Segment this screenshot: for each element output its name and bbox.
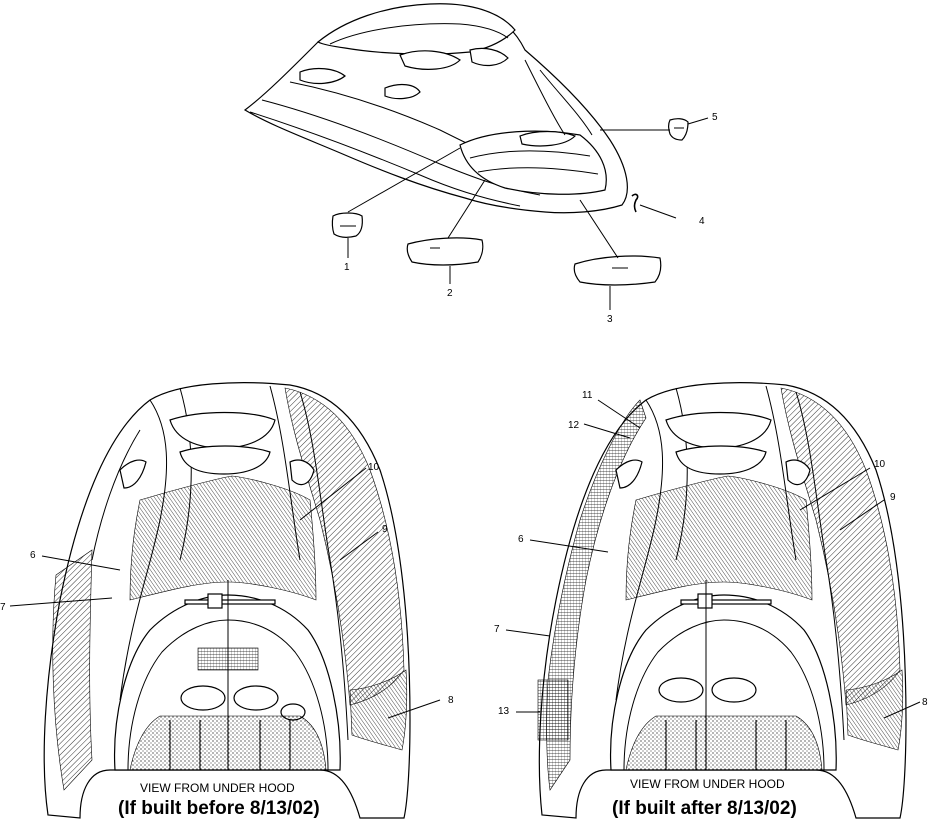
right-decal-center-band [625,475,813,601]
left-callout-9: 9 [382,524,388,535]
left-callout-7: 7 [0,602,6,613]
right-callout-9: 9 [890,492,896,503]
emblem-part-1 [331,212,363,238]
left-decal-left-panel [52,549,93,791]
emblem-part-3 [573,255,662,286]
top-leader-lines [347,117,709,310]
right-decal-13 [537,679,569,741]
left-decal-lower-right [349,669,408,751]
right-under-hood-view [537,382,907,819]
left-decal-center-band [129,475,317,601]
left-callout-6: 6 [30,550,36,561]
callout-5: 5 [712,112,718,123]
emblem-part-5 [667,118,689,141]
left-view-label: VIEW FROM UNDER HOOD [140,781,295,795]
callout-4: 4 [699,216,705,227]
left-built-label: (If built before 8/13/02) [118,798,320,819]
left-grid-label [197,647,259,671]
right-callout-13: 13 [498,706,510,717]
right-decal-left-panel [546,399,647,791]
left-callout-8: 8 [448,695,454,706]
right-callout-8: 8 [922,697,928,708]
clip-part-4 [631,193,639,213]
right-dotted-liner [625,715,823,771]
emblem-part-2 [406,237,484,266]
right-callout-12: 12 [568,420,580,431]
callout-2: 2 [447,288,453,299]
left-dotted-liner [129,715,327,771]
callout-1: 1 [344,262,350,273]
right-view-label: VIEW FROM UNDER HOOD [630,777,785,791]
left-under-hood-view [43,382,411,819]
right-built-label: (If built after 8/13/02) [612,798,797,819]
right-callout-7: 7 [494,624,500,635]
right-callout-10: 10 [874,459,886,470]
left-callout-10: 10 [368,462,380,473]
top-hood-windshield [316,3,516,55]
callout-3: 3 [607,314,613,325]
right-callout-11: 11 [582,390,593,401]
right-decal-lower-right [845,669,904,751]
right-leader-lines [505,399,921,719]
right-callout-6: 6 [518,534,524,545]
top-hood-assembly [243,3,628,214]
left-leader-lines [9,467,441,719]
